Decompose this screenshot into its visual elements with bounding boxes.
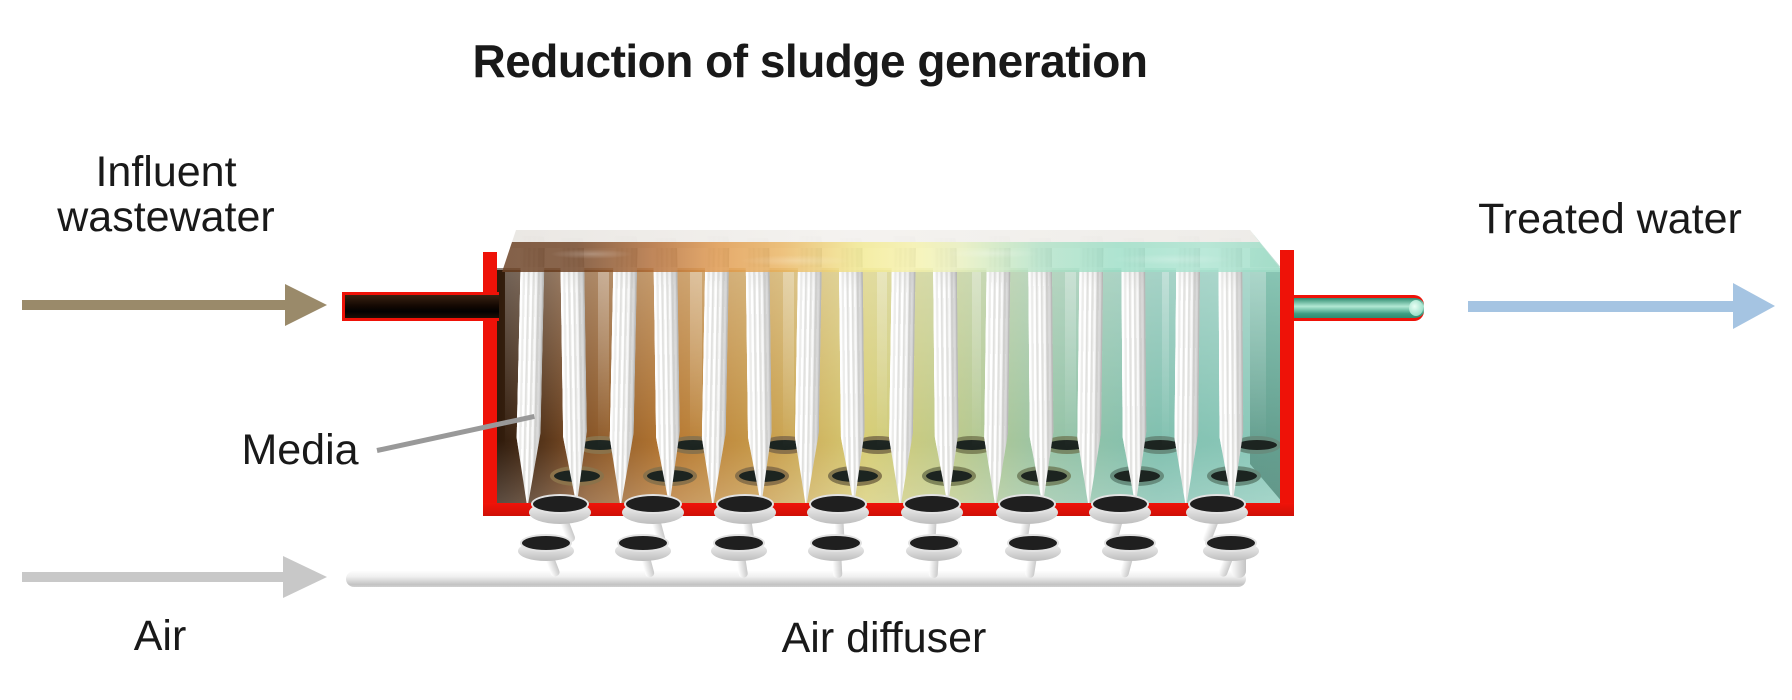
diffuser-face (1188, 494, 1246, 514)
air-diffuser-disc-lower (906, 534, 962, 561)
air-diffuser-disc-lower (808, 534, 864, 561)
treated-arrow-shaft (1468, 300, 1733, 312)
influent-flow-arrow (22, 284, 327, 326)
outlet-pipe-cap (1409, 300, 1423, 316)
diffuser-face (1104, 534, 1156, 552)
air-diffuser-disc-lower (711, 534, 767, 561)
diffuser-face (520, 534, 572, 552)
diffuser-face (617, 534, 669, 552)
air-diffuser-disc-upper (996, 494, 1058, 524)
diffuser-face (531, 494, 589, 514)
air-diffuser-label: Air diffuser (781, 614, 987, 662)
air-arrow-shaft (22, 572, 283, 582)
diffuser-face (908, 534, 960, 552)
air-diffuser-disc-lower (1203, 534, 1259, 561)
tank-top-face (502, 230, 1283, 272)
air-diffuser-disc-upper (529, 494, 591, 524)
air-diffuser-disc-upper (1186, 494, 1248, 524)
air-diffuser-disc-lower (615, 534, 671, 561)
water-surface (502, 242, 1283, 272)
influent-wastewater-label: Influent wastewater (18, 150, 314, 239)
diffuser-face (716, 494, 774, 514)
diffuser-face (713, 534, 765, 552)
diffuser-face (624, 494, 682, 514)
air-diffuser-disc-upper (714, 494, 776, 524)
treated-arrow-head (1733, 283, 1775, 329)
tank-wall-right (1280, 250, 1294, 515)
air-supply-pipe (346, 571, 1246, 587)
air-diffuser-disc-upper (1089, 494, 1151, 524)
air-diffuser-disc-upper (901, 494, 963, 524)
air-diffuser-disc-lower (1005, 534, 1061, 561)
diffuser-face (810, 534, 862, 552)
diffuser-face (809, 494, 867, 514)
tank-right-inner-wall (1250, 230, 1283, 503)
diffuser-face (1091, 494, 1149, 514)
air-flow-arrow (22, 556, 327, 598)
influent-arrow-shaft (22, 300, 285, 310)
air-diffuser-disc-upper (807, 494, 869, 524)
tank-wall-bottom (483, 503, 1294, 516)
air-diffuser-disc-lower (518, 534, 574, 561)
diffuser-face (1007, 534, 1059, 552)
diffuser-face (1205, 534, 1257, 552)
air-diffuser-disc-upper (622, 494, 684, 524)
air-arrow-head (283, 556, 327, 598)
air-diffuser-disc-lower (1102, 534, 1158, 561)
outlet-pipe (1294, 295, 1424, 321)
influent-label-line2: wastewater (57, 192, 275, 241)
air-label: Air (133, 612, 187, 660)
treated-water-label: Treated water (1478, 195, 1742, 243)
water-ripples (502, 242, 1283, 272)
influent-label-line1: Influent (95, 148, 237, 196)
media-label: Media (241, 426, 359, 474)
inlet-pipe (342, 292, 499, 321)
diffuser-face (998, 494, 1056, 514)
diffuser-face (903, 494, 961, 514)
treated-water-flow-arrow (1468, 283, 1775, 329)
page-title: Reduction of sludge generation (472, 35, 1148, 87)
influent-arrow-head (285, 284, 327, 326)
